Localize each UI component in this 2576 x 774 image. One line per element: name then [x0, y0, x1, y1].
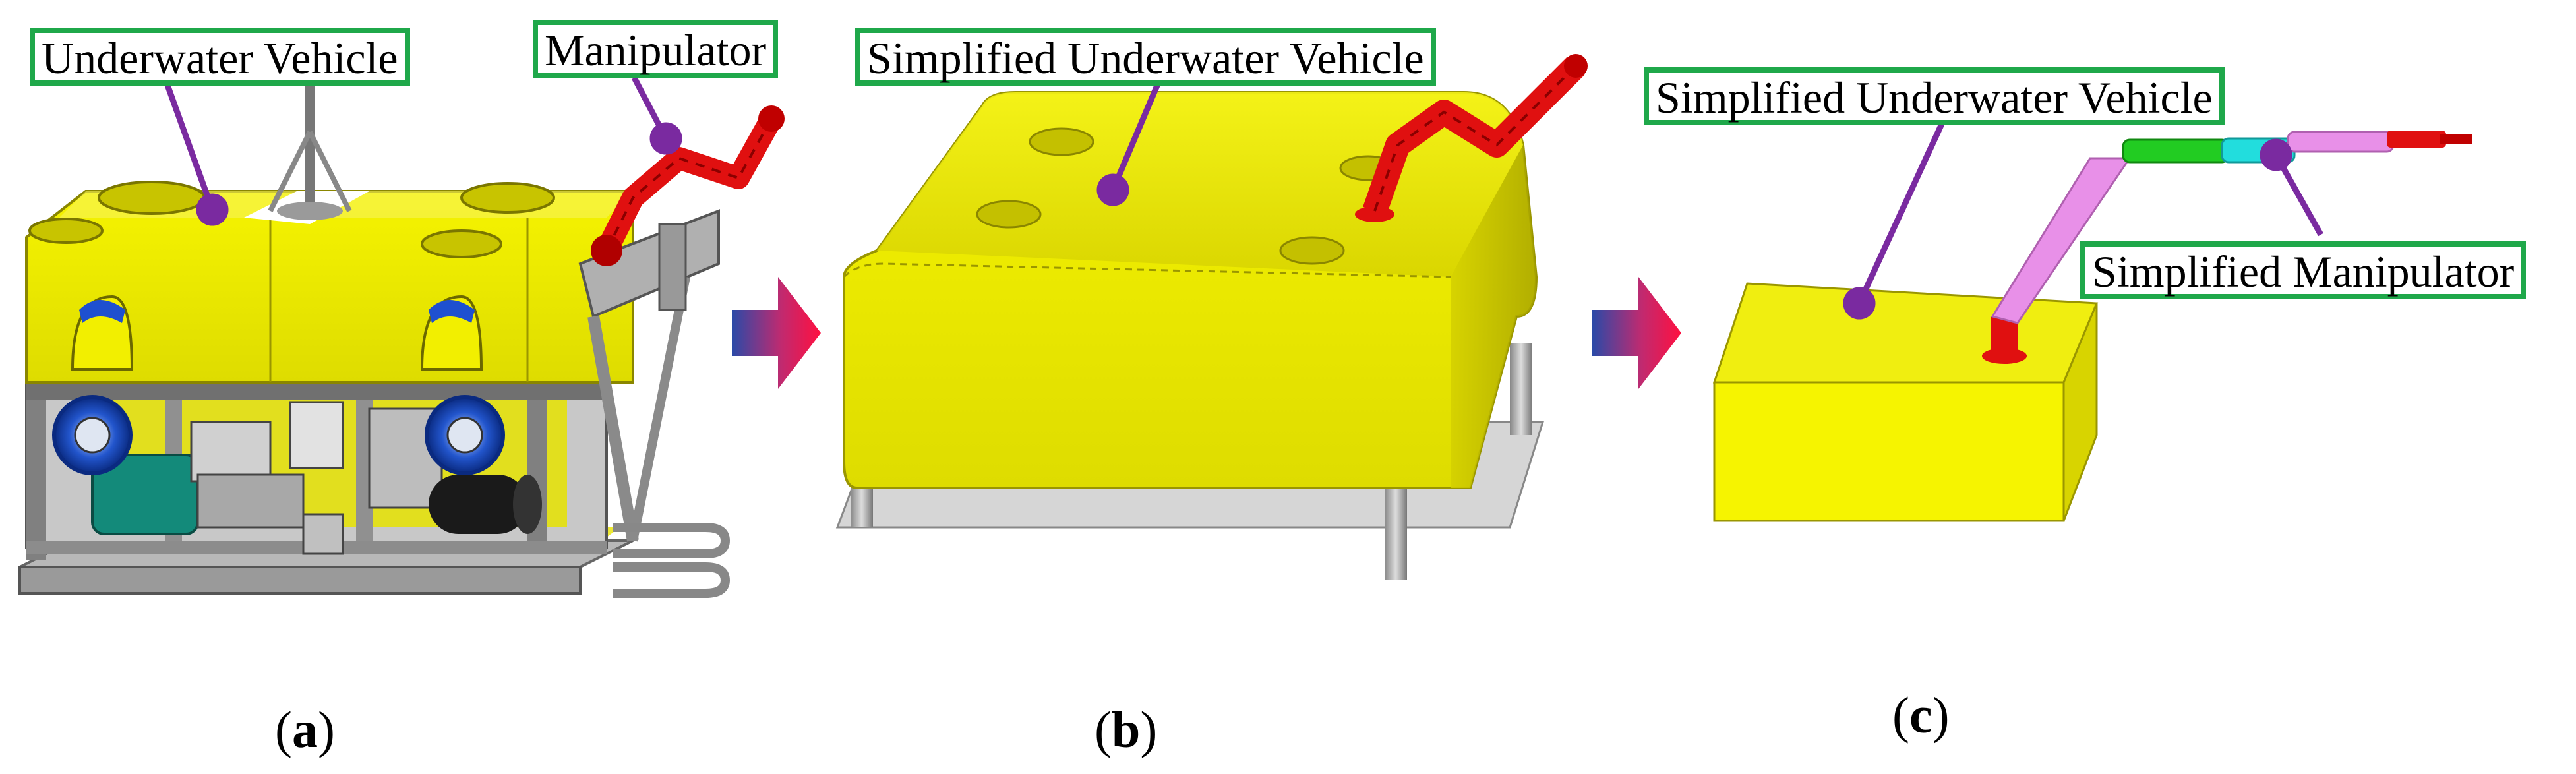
- caption-a-close: ): [317, 701, 335, 758]
- label-simplified-manipulator: Simplified Manipulator: [2080, 241, 2527, 299]
- caption-c-letter: c: [1909, 686, 1932, 744]
- label-underwater-vehicle: Underwater Vehicle: [30, 28, 410, 86]
- caption-c-open: (: [1892, 686, 1909, 744]
- caption-b: (b): [1094, 700, 1157, 759]
- caption-c-close: ): [1932, 686, 1950, 744]
- caption-a-letter: a: [291, 701, 318, 758]
- manipulator-arm-a: [591, 105, 785, 266]
- caption-b-open: (: [1094, 701, 1112, 758]
- transition-arrow-a-b: [732, 277, 821, 389]
- label-simplified-underwater-vehicle-c: Simplified Underwater Vehicle: [1644, 67, 2225, 125]
- caption-b-letter: b: [1111, 701, 1141, 758]
- simplified-manipulator-links: [1982, 131, 2472, 364]
- caption-a: (a): [275, 700, 335, 759]
- manipulator-arm-b: [1355, 54, 1588, 222]
- transition-arrow-b-c: [1592, 277, 1681, 389]
- label-simplified-underwater-vehicle-b: Simplified Underwater Vehicle: [855, 28, 1436, 86]
- rov-detailed-model: [18, 79, 731, 598]
- caption-a-open: (: [275, 701, 292, 758]
- simplified-vehicle-b: [835, 91, 1545, 580]
- simplified-vehicle-c: [1712, 282, 2099, 522]
- leader-lines: [162, 76, 2323, 320]
- label-manipulator: Manipulator: [533, 20, 779, 78]
- caption-b-close: ): [1140, 701, 1158, 758]
- caption-c: (c): [1892, 686, 1950, 745]
